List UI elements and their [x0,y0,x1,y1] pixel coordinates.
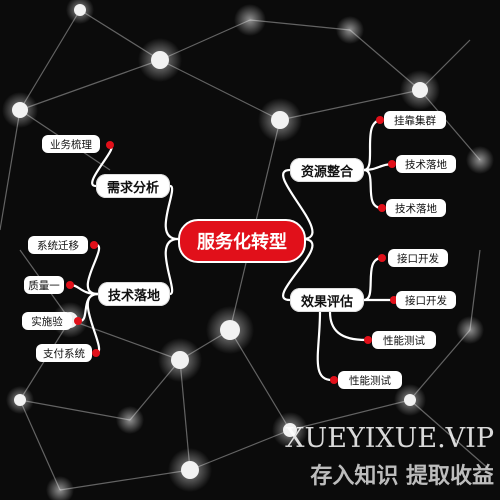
leaf-dot [378,204,386,212]
leaf-dot [388,160,396,168]
branch-resource-integration-label: 资源整合 [300,164,353,180]
leaf-requirements-1: 业务梳理 [42,135,100,153]
branch-resource-integration: 资源整合 [290,158,364,182]
leaf-label: 接口开发 [405,294,447,307]
leaf-resource-1: 挂靠集群 [384,111,446,129]
leaf-tech-3: 实施验 [22,312,72,330]
leaf-label: 挂靠集群 [394,114,436,127]
branch-requirements: 需求分析 [96,174,170,198]
leaf-effect-1: 接口开发 [388,249,448,267]
leaf-tech-1: 系统迁移 [28,236,88,254]
leaf-dot [364,336,372,344]
leaf-label: 系统迁移 [37,239,79,252]
leaf-label: 技术落地 [395,202,437,215]
leaf-dot [106,141,114,149]
leaf-dot [74,317,82,325]
leaf-dot [330,376,338,384]
leaf-label: 实施验 [31,315,63,328]
leaf-label: 技术落地 [405,158,447,171]
branch-effect-evaluation: 效果评估 [290,288,364,312]
watermark-slogan: 存入知识 提取收益 [310,464,494,489]
leaf-label: 接口开发 [397,252,439,265]
leaf-label: 性能测试 [349,374,391,387]
leaf-dot [378,254,386,262]
leaf-effect-2: 接口开发 [396,291,456,309]
leaf-dot [390,296,398,304]
branch-effect-evaluation-label: 效果评估 [300,294,353,310]
branch-requirements-label: 需求分析 [106,180,159,196]
leaf-dot [66,281,74,289]
leaf-tech-2: 质量一 [24,276,64,294]
leaf-label: 支付系统 [43,347,85,360]
leaf-dot [90,241,98,249]
center-label: 服务化转型 [197,232,287,253]
leaf-resource-2: 技术落地 [396,155,456,173]
leaf-dot [376,116,384,124]
leaf-dot [92,349,100,357]
center-node: 服务化转型 [178,219,306,263]
leaf-resource-3: 技术落地 [386,199,446,217]
leaf-effect-4: 性能测试 [338,371,402,389]
leaf-label: 业务梳理 [50,138,92,151]
branch-tech-landing-label: 技术落地 [107,288,160,304]
branch-tech-landing: 技术落地 [98,282,170,306]
leaf-label: 质量一 [28,279,60,292]
watermark-url: XUEYIXUE.VIP [285,423,494,454]
leaf-effect-3: 性能测试 [372,331,436,349]
leaf-label: 性能测试 [383,334,425,347]
leaf-tech-4: 支付系统 [36,344,92,362]
